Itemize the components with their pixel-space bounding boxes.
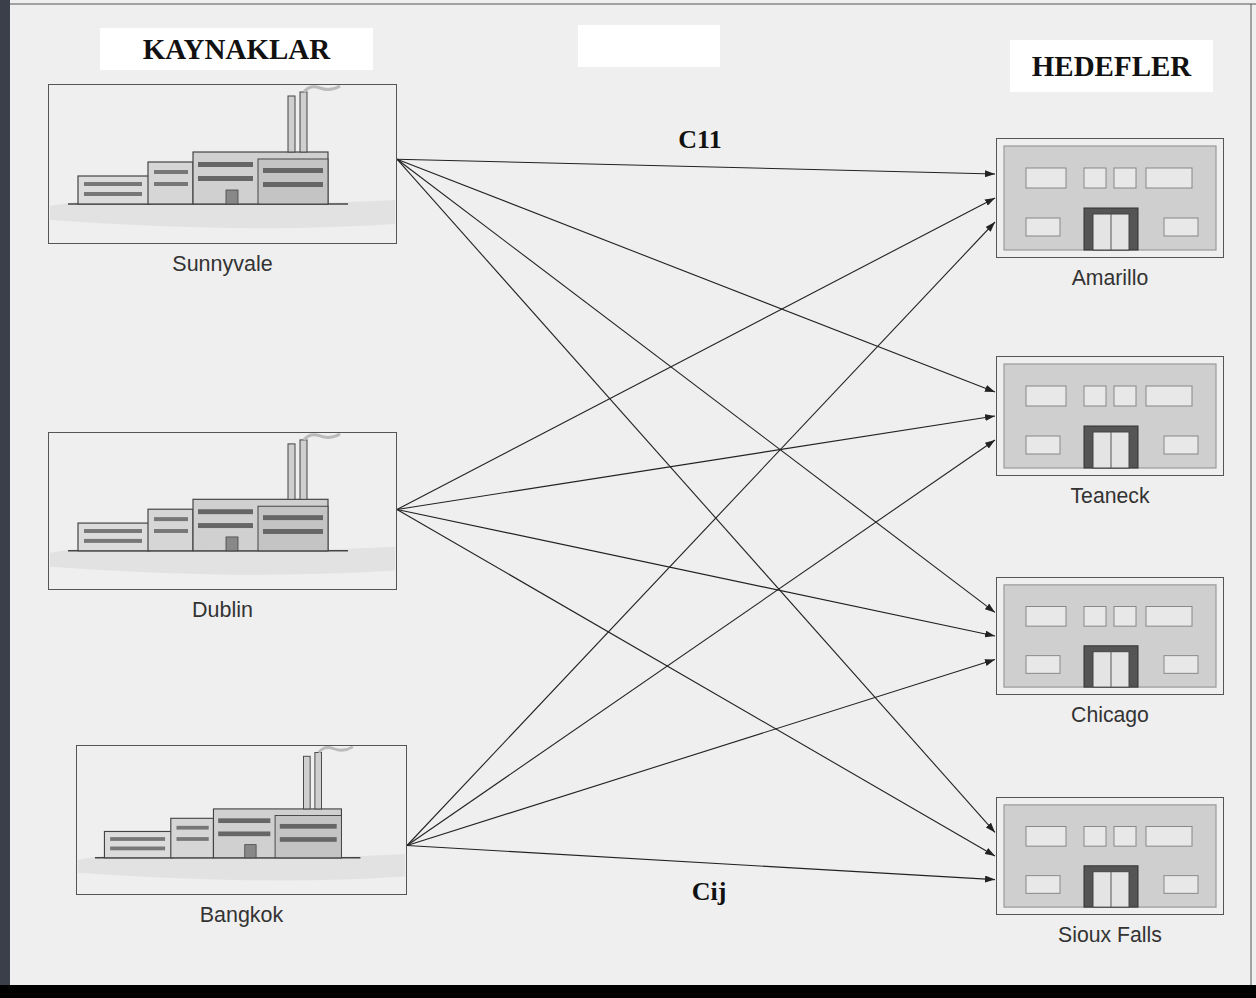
- flow-arrow: [397, 159, 995, 392]
- warehouse-box: Teaneck: [996, 356, 1224, 508]
- place-name: Chicago: [996, 703, 1224, 727]
- warehouse-box: Sioux Falls: [996, 797, 1224, 947]
- group-heading: HEDEFLER: [1010, 40, 1213, 92]
- factory-box: Dublin: [48, 432, 397, 623]
- node-frame: [996, 577, 1224, 695]
- blank-patch: [578, 25, 720, 67]
- bottom-bar: [0, 985, 1256, 998]
- factory-box: Sunnyvale: [48, 84, 397, 277]
- flow-arrow: [397, 509, 995, 856]
- factory-icon: [50, 86, 395, 228]
- flow-arrow: [407, 846, 995, 880]
- place-name: Sunnyvale: [48, 252, 397, 277]
- place-name: Amarillo: [996, 266, 1224, 290]
- place-name: Sioux Falls: [996, 923, 1224, 947]
- flow-arrow: [397, 159, 995, 612]
- right-border: [1251, 4, 1252, 986]
- node-frame: [48, 84, 397, 244]
- group-heading: KAYNAKLAR: [100, 28, 373, 70]
- left-edge-bar: [0, 0, 10, 998]
- place-name: Teaneck: [996, 484, 1224, 508]
- warehouse-box: Amarillo: [996, 138, 1224, 290]
- node-frame: [996, 356, 1224, 476]
- flow-arrow: [397, 198, 995, 509]
- flow-arrow: [407, 660, 995, 846]
- flow-arrow: [397, 509, 995, 636]
- warehouse-icon: [1004, 585, 1216, 687]
- factory-icon: [78, 747, 405, 881]
- flow-arrow: [397, 159, 995, 832]
- node-frame: [996, 797, 1224, 915]
- flow-arrow: [407, 222, 995, 846]
- warehouse-icon: [1004, 146, 1216, 250]
- node-frame: [996, 138, 1224, 258]
- top-border: [10, 4, 1256, 5]
- flow-arrow: [397, 416, 995, 509]
- warehouse-icon: [1004, 364, 1216, 468]
- node-frame: [48, 432, 397, 590]
- flow-arrow: [407, 440, 995, 846]
- cost-label: C11: [674, 126, 725, 155]
- node-frame: [76, 745, 407, 895]
- warehouse-box: Chicago: [996, 577, 1224, 727]
- place-name: Dublin: [48, 598, 397, 623]
- factory-icon: [50, 434, 395, 575]
- cost-label: Cij: [688, 878, 731, 907]
- warehouse-icon: [1004, 805, 1216, 907]
- place-name: Bangkok: [76, 903, 407, 928]
- flow-arrow: [397, 159, 995, 174]
- factory-box: Bangkok: [76, 745, 407, 928]
